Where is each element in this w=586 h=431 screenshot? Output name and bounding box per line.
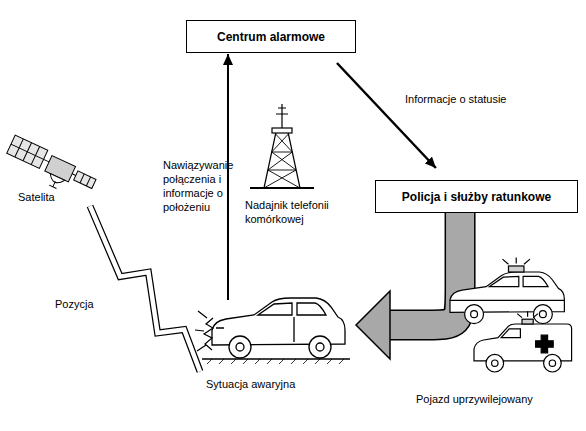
solar-panel bbox=[74, 171, 96, 189]
box-title: Policja i służby ratunkowe bbox=[402, 190, 551, 204]
wheel-hub bbox=[236, 343, 244, 351]
car-wheel bbox=[486, 354, 504, 372]
car-detail bbox=[216, 317, 294, 342]
car-wheel bbox=[309, 336, 331, 358]
panel-arm bbox=[72, 174, 76, 176]
arrow-band-outline bbox=[388, 213, 460, 325]
car-body bbox=[450, 272, 564, 312]
connector-line bbox=[227, 54, 229, 300]
connection-arrow bbox=[227, 54, 228, 300]
light-bar bbox=[522, 319, 533, 324]
car-window bbox=[490, 276, 548, 286]
panel-arm bbox=[44, 159, 49, 162]
crash-rays bbox=[195, 311, 207, 351]
tower-antenna bbox=[276, 104, 288, 128]
node-caption: Satelita bbox=[18, 190, 55, 204]
bolt-fill bbox=[90, 206, 200, 371]
ground-hatching bbox=[207, 359, 344, 364]
wheel-hub bbox=[492, 360, 498, 366]
tower-platform bbox=[272, 128, 292, 133]
emergency-services-box: Policja i służby ratunkowe bbox=[375, 180, 578, 213]
crash-marks bbox=[204, 318, 213, 350]
car-wheel bbox=[533, 305, 552, 324]
van-window bbox=[501, 329, 520, 338]
ground-line bbox=[202, 358, 350, 360]
wheel-hub bbox=[316, 343, 324, 351]
cell-tower-illustration bbox=[250, 104, 314, 188]
arrow-band bbox=[388, 213, 460, 325]
box-title: Centrum alarmowe bbox=[217, 30, 325, 44]
dispatch-arrow bbox=[356, 213, 460, 359]
bolt-outline bbox=[90, 206, 200, 371]
alarm-center-box: Centrum alarmowe bbox=[186, 20, 356, 53]
light-bar bbox=[508, 266, 523, 272]
position-signal bbox=[90, 206, 200, 371]
satellite-antenna bbox=[49, 180, 59, 189]
status-arrow bbox=[337, 63, 436, 168]
car-body bbox=[212, 298, 345, 345]
light-rays bbox=[502, 257, 530, 264]
connector-line bbox=[337, 63, 436, 168]
car-window bbox=[258, 303, 326, 315]
node-caption: Sytuacja awaryjna bbox=[206, 377, 295, 391]
edge-label: Nawiązywanie połączenia i informacje o p… bbox=[163, 158, 235, 214]
wheel-hub bbox=[471, 311, 478, 318]
police-car-illustration bbox=[450, 257, 564, 323]
node-caption: Pojazd uprzywilejowany bbox=[416, 392, 533, 406]
van-body bbox=[474, 324, 572, 361]
tower-leg bbox=[264, 132, 300, 188]
car-stripe bbox=[450, 300, 564, 301]
tower-bracing bbox=[264, 134, 300, 188]
crashed-car-illustration bbox=[212, 298, 345, 358]
car-wheel bbox=[465, 305, 484, 324]
light-rays bbox=[517, 311, 538, 317]
edge-label: Pozycja bbox=[55, 297, 94, 311]
cell-tower-node: Nadajnik telefonii komórkowej bbox=[238, 105, 334, 230]
medical-cross bbox=[536, 335, 554, 353]
wheel-hub bbox=[539, 311, 546, 318]
panel-grid bbox=[7, 135, 48, 168]
wheel-hub bbox=[549, 360, 555, 366]
edge-label: Informacje o statusie bbox=[405, 92, 507, 106]
emergency-situation-node: Sytuacja awaryjna bbox=[200, 295, 350, 393]
emergency-vehicle-node: Pojazd uprzywilejowany bbox=[410, 262, 580, 410]
car-wheel bbox=[229, 336, 251, 358]
ambulance-illustration bbox=[474, 311, 572, 372]
satellite-body bbox=[45, 156, 76, 182]
arrow-head bbox=[356, 291, 390, 359]
satellite-node: Satelita bbox=[8, 140, 108, 206]
car-wheel bbox=[544, 354, 562, 372]
node-caption: Nadajnik telefonii komórkowej bbox=[245, 198, 334, 226]
panel-grid bbox=[80, 174, 91, 186]
solar-panel bbox=[7, 135, 48, 168]
satellite-dish bbox=[48, 173, 65, 185]
ground-line bbox=[250, 187, 314, 189]
